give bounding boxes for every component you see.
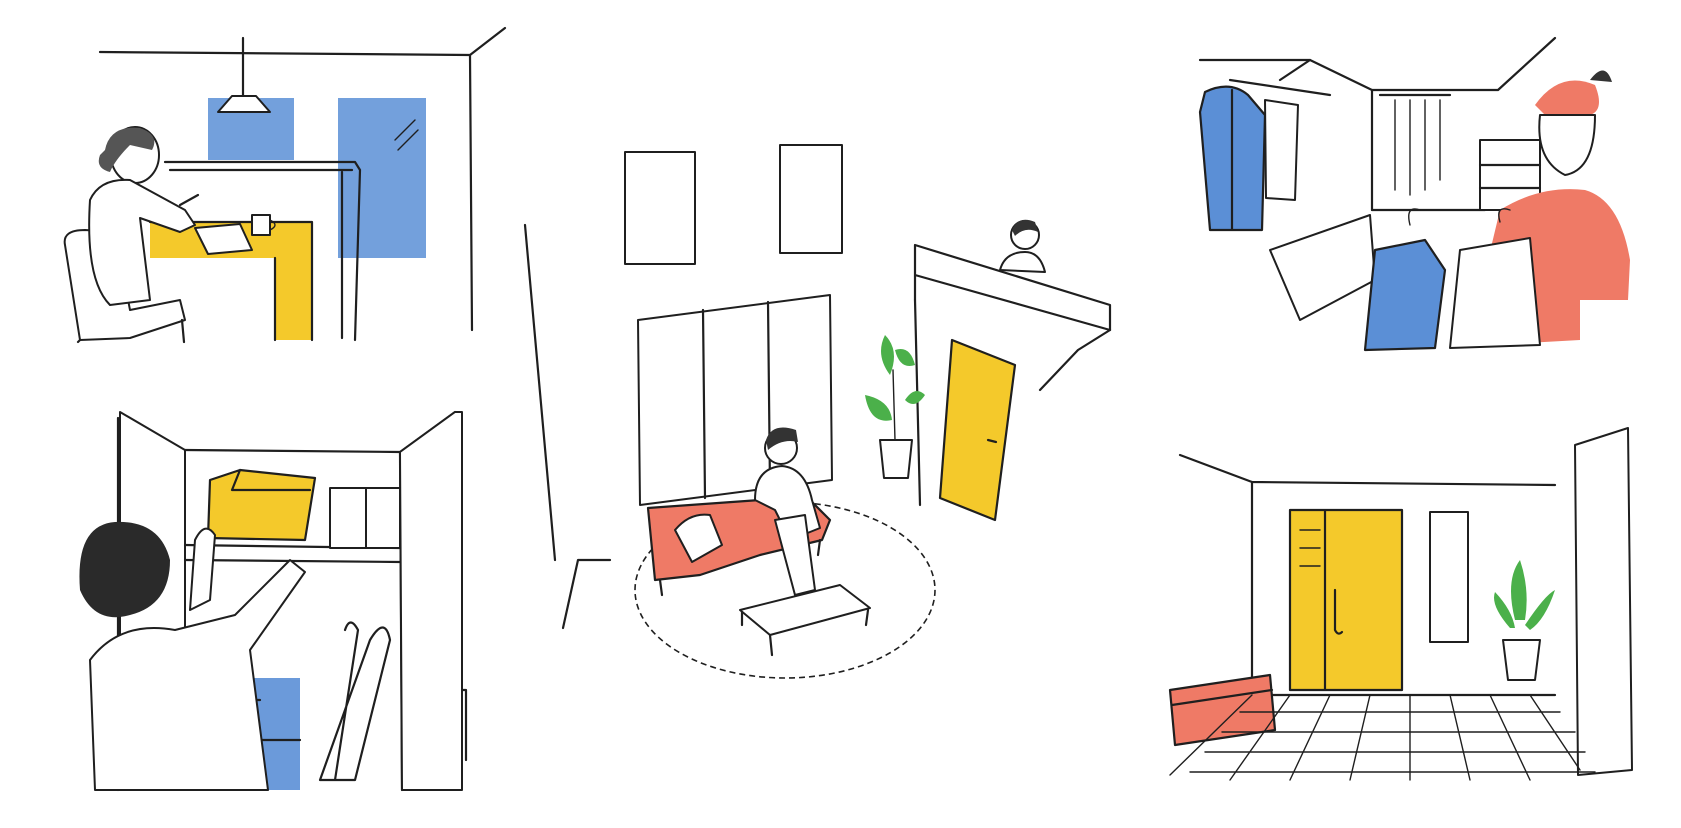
person-on-mezzanine xyxy=(999,219,1046,273)
binder xyxy=(329,487,367,549)
tiled-floor xyxy=(1169,694,1596,781)
window xyxy=(338,98,426,258)
study-nook-scene xyxy=(63,26,507,344)
person-choosing-clothes xyxy=(1449,70,1630,349)
jacket-icon xyxy=(1198,85,1267,232)
desk xyxy=(150,222,312,340)
rug xyxy=(634,501,936,679)
pendant-lamp-icon xyxy=(217,36,271,113)
window xyxy=(1429,511,1469,643)
front-door xyxy=(1288,508,1404,692)
shirt-on-hanger-icon xyxy=(1363,208,1511,352)
person-writing xyxy=(88,126,200,306)
door xyxy=(940,340,1015,520)
storage-closet-scene xyxy=(79,410,468,792)
trunk xyxy=(1168,673,1277,747)
vacuum-icon xyxy=(318,621,392,782)
person-storing-box xyxy=(79,521,306,791)
plant-icon xyxy=(865,335,925,479)
closet-door xyxy=(1574,427,1633,776)
window xyxy=(779,144,843,254)
window xyxy=(624,151,696,265)
large-window xyxy=(637,294,833,506)
storage-box xyxy=(206,468,317,542)
binder xyxy=(365,487,401,549)
coffee-table xyxy=(739,584,871,657)
living-room-scene xyxy=(523,144,1112,679)
walk-in-closet-scene xyxy=(1198,36,1630,352)
person-reading xyxy=(754,427,821,596)
entrance-hall-scene xyxy=(1168,427,1633,781)
plant-icon xyxy=(1494,560,1555,681)
